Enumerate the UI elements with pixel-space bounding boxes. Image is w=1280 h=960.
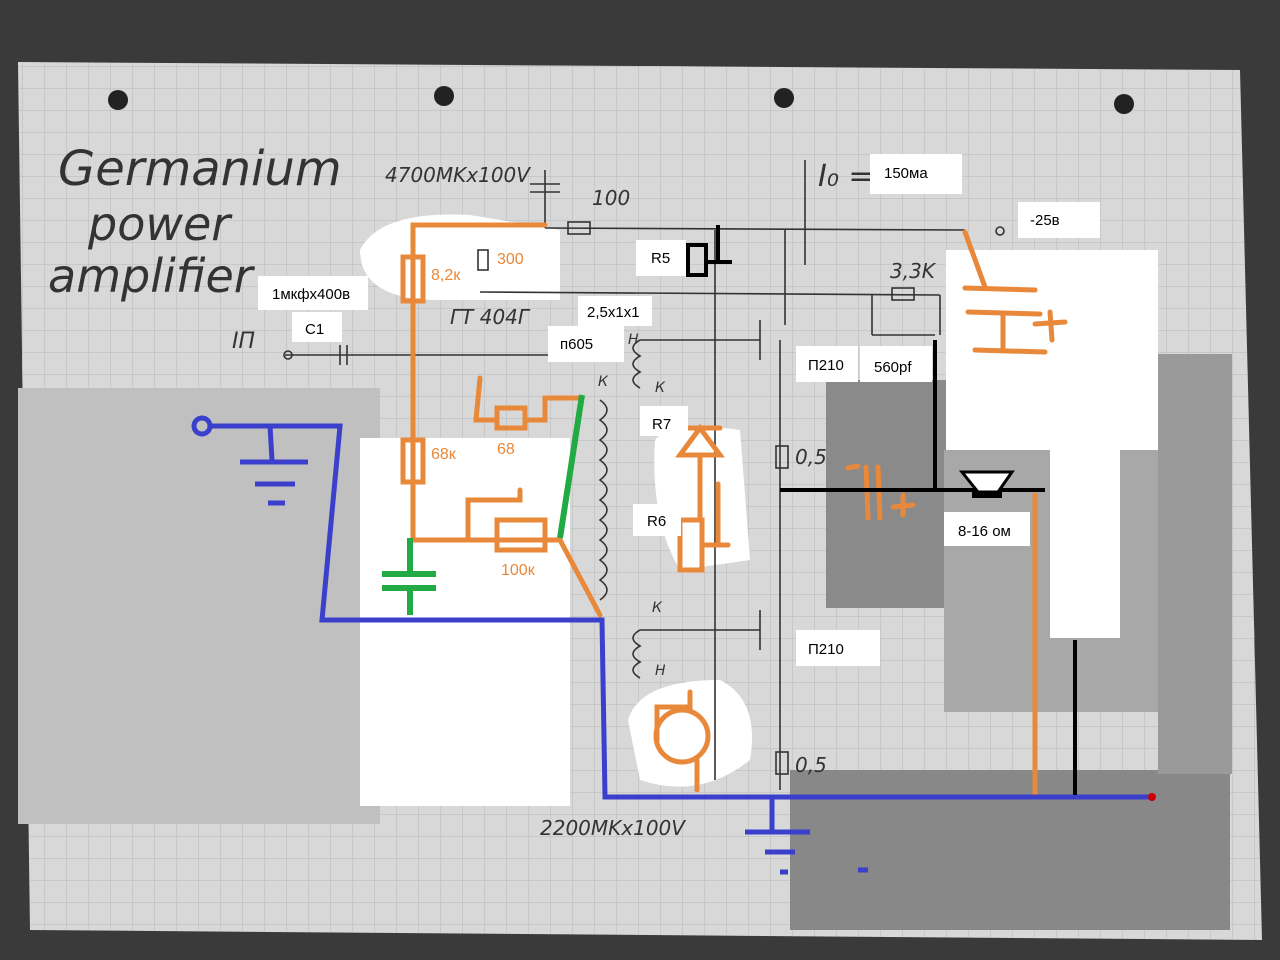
black-annotations: [686, 225, 1077, 795]
label-boxes: [258, 154, 1100, 666]
c1-value-label: 1мкфх400в: [272, 286, 350, 303]
res-3k3-label: 3,3K: [890, 259, 937, 283]
c1-label: C1: [305, 321, 324, 338]
title-line-1: Germanium: [58, 141, 342, 197]
r-68-label: 68: [497, 441, 515, 458]
res-05-top-label: 0,5: [795, 445, 827, 469]
r-100k-label: 100к: [501, 562, 536, 579]
current-symbol: I₀ =: [818, 159, 874, 194]
gray-patch-left: [18, 388, 380, 824]
current-value-label: 150ма: [884, 165, 928, 182]
cap-top-label: 4700MKx100V: [385, 163, 531, 187]
r7-label: R7: [652, 416, 671, 433]
transistor-gt-label: ГТ 404Г: [450, 305, 531, 329]
cap-560pf-label: 560pf: [874, 359, 912, 376]
binder-holes: [108, 86, 1134, 114]
coil-label: К: [652, 600, 663, 616]
coil-label: Н: [628, 332, 639, 348]
res-05-bottom-label: 0,5: [795, 753, 827, 777]
pencil-schematic: [283, 160, 1005, 790]
r-68k-label: 68к: [431, 446, 457, 463]
output-transistor-top-label: П210: [808, 357, 844, 374]
r-8k2-label: 8,2к: [431, 267, 461, 284]
r5-label: R5: [651, 250, 670, 267]
title-line-3: amplifier: [48, 249, 256, 303]
speaker-impedance-label: 8-16 ом: [958, 523, 1011, 540]
coil-label: К: [655, 380, 666, 396]
res-100-label: 100: [592, 186, 630, 210]
blue-ground-annotations: [191, 415, 1156, 875]
coil-label: К: [598, 374, 609, 390]
r6-label: R6: [647, 513, 666, 530]
transformer-label: 2,5х1х1: [587, 304, 640, 321]
r-300-label: 300: [497, 251, 524, 268]
output-transistor-bottom-label: П210: [808, 641, 844, 658]
input-label: IП: [232, 329, 255, 354]
coil-label: Н: [655, 663, 666, 679]
driver-transistor-label: п605: [560, 336, 593, 353]
title-line-2: power: [87, 197, 233, 251]
green-annotations: [382, 394, 585, 615]
cap-bottom-label: 2200MKx100V: [540, 816, 686, 840]
supply-voltage-label: -25в: [1030, 212, 1060, 229]
